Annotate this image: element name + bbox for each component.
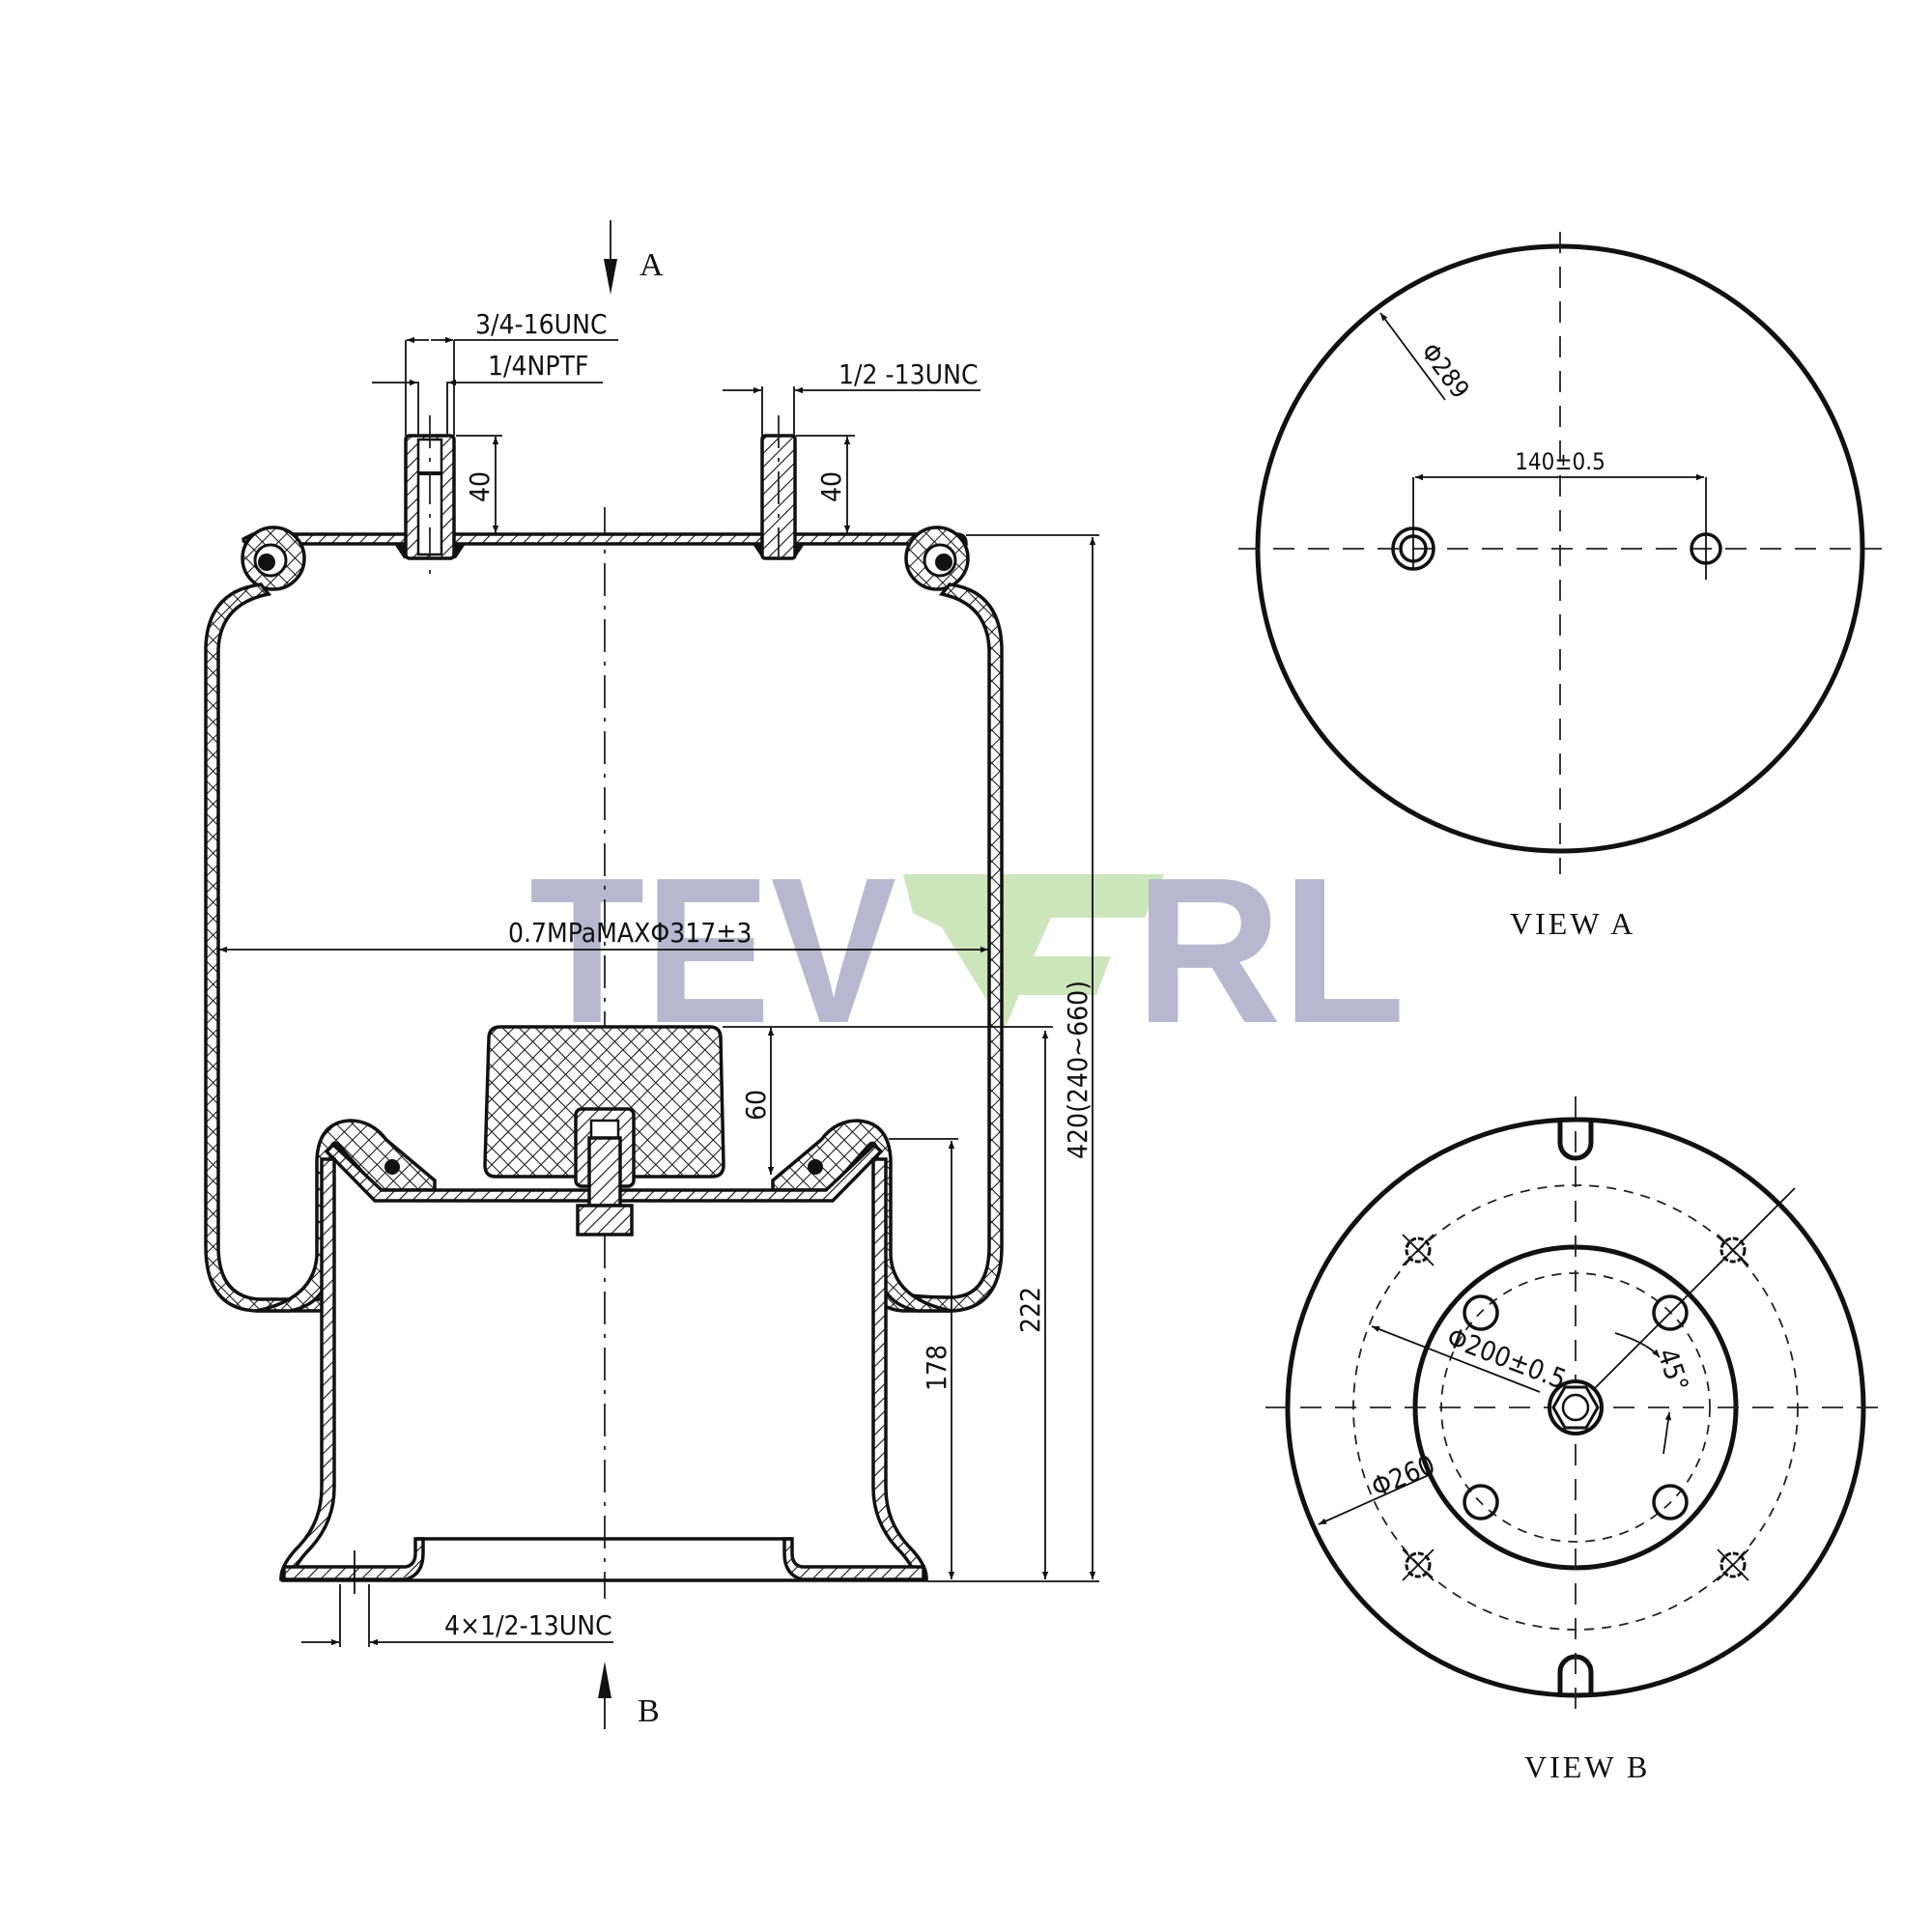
dim-bumper-height: 60 xyxy=(723,1026,1053,1175)
top-bead-plate xyxy=(242,532,968,546)
view-b-bolt-hole xyxy=(1463,1294,1499,1331)
watermark-text-right: RL xyxy=(1135,834,1406,1066)
view-b: 45° Φ200±0.5 Φ260 VIEW B xyxy=(1265,1096,1889,1784)
section-label-b: B xyxy=(638,1693,660,1729)
piston-right-wall xyxy=(871,1157,928,1581)
view-b-45-leader xyxy=(1575,1187,1796,1408)
label-bolt-circle: Φ200±0.5 xyxy=(1442,1321,1570,1396)
dim-left-stud-height: 40 xyxy=(456,435,502,533)
label-right-stud-height: 40 xyxy=(815,471,847,502)
piston-top-plate xyxy=(324,1142,884,1203)
dim-right-stud-height: 40 xyxy=(796,435,855,533)
label-right-stud-thread: 1/2 -13UNC xyxy=(838,358,979,390)
dim-left-stud-port: 1/4NPTF xyxy=(372,350,603,436)
dim-height-222: 222 xyxy=(1014,1031,1049,1579)
dim-piston-bolts: 4×1/2-13UNC xyxy=(301,1584,613,1647)
dim-max-diameter: 0.7MPaMAXΦ317±3 xyxy=(219,917,988,953)
dim-outer-circle-leader xyxy=(1318,1474,1430,1525)
piston-left-wall xyxy=(279,1157,336,1581)
left-stud xyxy=(394,415,466,575)
right-stud xyxy=(753,415,805,570)
label-left-stud-thread: 3/4-16UNC xyxy=(475,308,608,340)
dim-right-stud-thread: 1/2 -13UNC xyxy=(723,358,980,436)
view-b-center-nut-icon xyxy=(1548,1379,1604,1435)
dim-bolt-circle-leader xyxy=(1371,1325,1541,1393)
view-b-top-slot xyxy=(1557,1118,1594,1161)
label-max-diameter: 0.7MPaMAXΦ317±3 xyxy=(508,917,752,949)
bellows-left-lobe xyxy=(255,1119,437,1313)
section-arrow-a-icon xyxy=(604,259,617,295)
view-b-angle-arc-top xyxy=(1614,1332,1661,1358)
view-b-bolt-hole xyxy=(1652,1484,1689,1520)
dim-view-a-diameter-leader xyxy=(1379,312,1446,401)
section-arrow-b-icon xyxy=(598,1662,611,1698)
view-b-bolt-hole xyxy=(1652,1294,1689,1331)
piston-bead-right xyxy=(808,1159,823,1175)
label-piston-bolts: 4×1/2-13UNC xyxy=(444,1609,612,1641)
left-bead-coil xyxy=(241,526,306,591)
label-view-b-angle: 45° xyxy=(1651,1345,1694,1396)
label-stud-spacing: 140±0.5 xyxy=(1515,448,1605,475)
right-bead-coil xyxy=(904,526,970,591)
label-left-stud-port: 1/4NPTF xyxy=(488,350,588,382)
label-overall-height: 420(240~660) xyxy=(1062,980,1094,1159)
label-left-stud-height: 40 xyxy=(464,471,496,502)
dim-overall-height: 420(240~660) xyxy=(927,534,1099,1582)
piston-bead-left xyxy=(384,1159,400,1175)
dim-piston-height: 178 xyxy=(889,1138,958,1579)
view-b-label: VIEW B xyxy=(1524,1749,1650,1784)
view-a-label: VIEW A xyxy=(1510,906,1635,941)
label-outer-circle: Φ260 xyxy=(1367,1449,1439,1504)
label-piston-height: 178 xyxy=(921,1345,952,1391)
label-height-222: 222 xyxy=(1014,1287,1046,1333)
watermark-arrow-shape xyxy=(903,874,1164,1029)
view-b-bolt-hole xyxy=(1463,1484,1499,1520)
bumper xyxy=(483,1025,725,1179)
bumper-bolt xyxy=(574,1107,636,1236)
main-section-view: A B xyxy=(204,220,1099,1729)
label-bumper-height: 60 xyxy=(740,1090,772,1121)
section-label-a: A xyxy=(639,247,664,283)
view-b-angle-arc-bottom xyxy=(1662,1411,1672,1455)
dim-left-stud-thread: 3/4-16UNC xyxy=(405,308,618,436)
bellows-right-lobe xyxy=(771,1119,952,1313)
bellows-left-wall xyxy=(204,582,326,1313)
